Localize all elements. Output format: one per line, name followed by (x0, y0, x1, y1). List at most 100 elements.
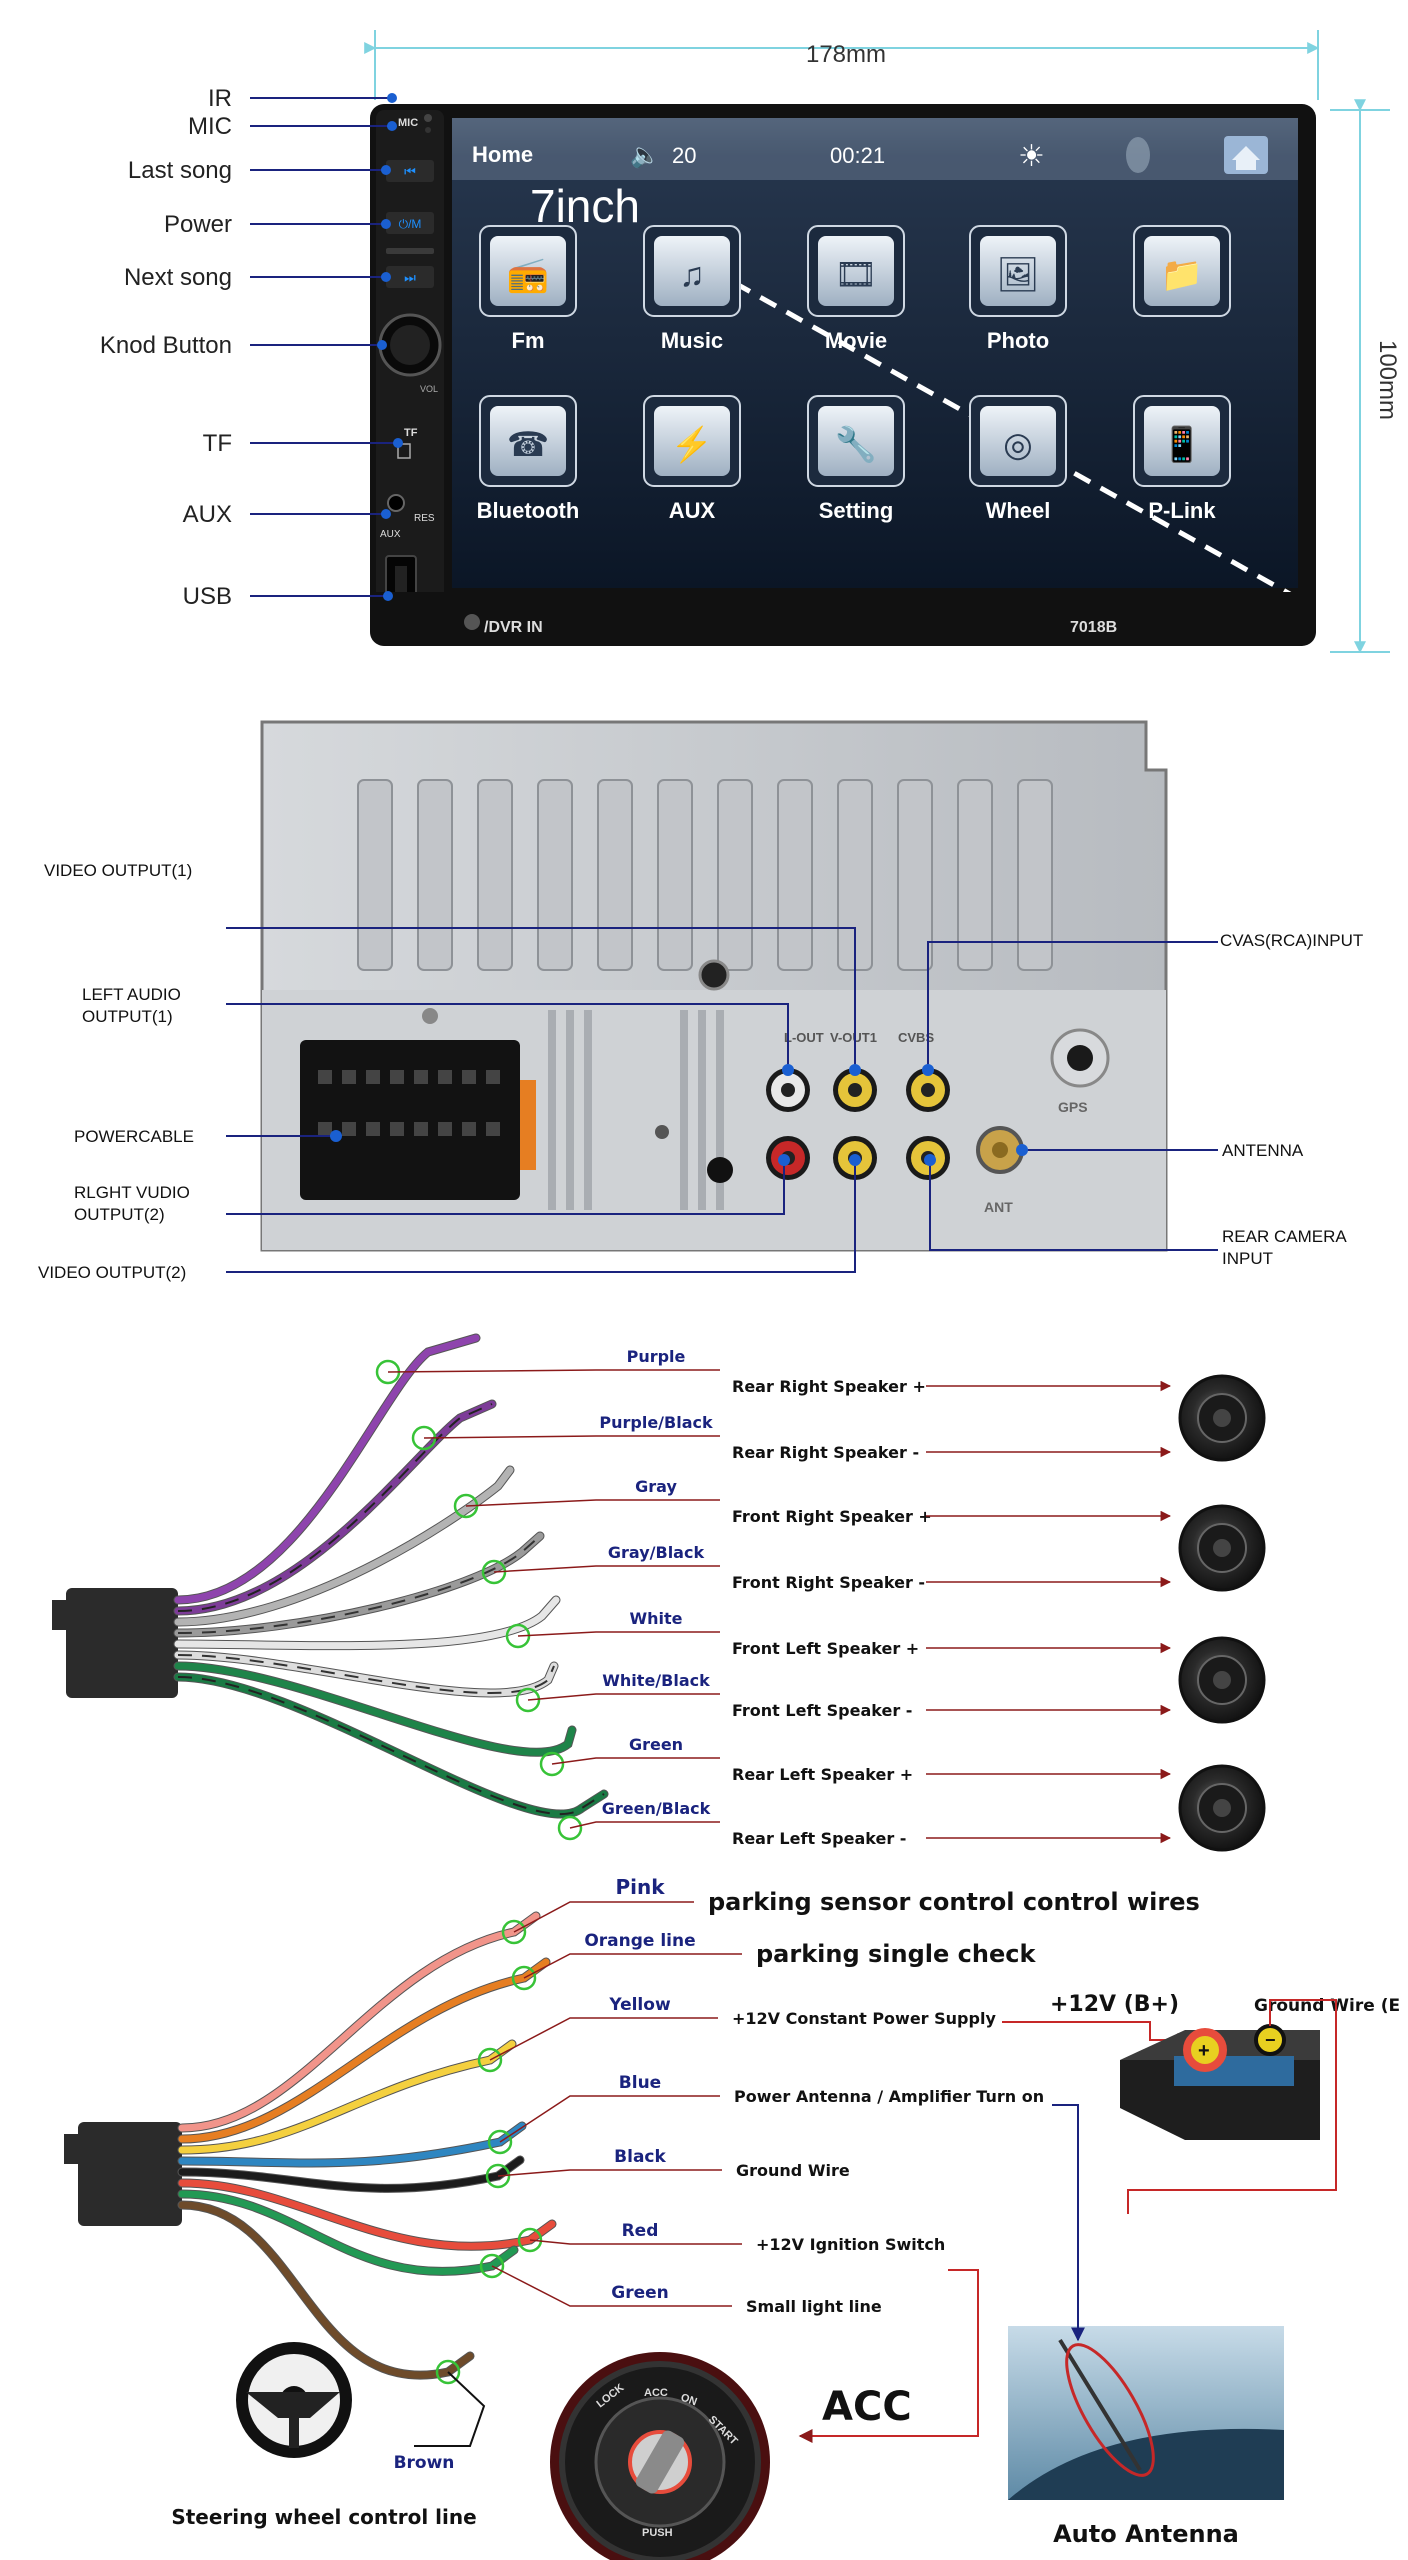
wire-function-label: Rear Right Speaker - (732, 1443, 919, 1462)
wire-function-label: Front Right Speaker + (732, 1507, 932, 1526)
callout-aux: AUX (183, 501, 391, 528)
rear-labels: VIDEO OUTPUT(1)LEFT AUDIOOUTPUT(1)POWERC… (38, 861, 1363, 1282)
film-icon (818, 236, 894, 306)
wire-function-label: Rear Left Speaker - (732, 1829, 906, 1848)
app-tile-bluetooth[interactable]: ☎Bluetooth (477, 395, 580, 523)
aux-icon-glyph: ⚡ (671, 425, 713, 465)
ground-screw (422, 1008, 438, 1024)
wire-color-label: Pink (615, 1875, 665, 1899)
wire-function-label: Ground Wire (736, 2161, 850, 2180)
speaker-connector-clip (52, 1600, 68, 1630)
fin (357, 779, 393, 971)
next-song-icon: ⏭ (404, 270, 416, 285)
app-label: Movie (825, 328, 887, 353)
iso-power-connector[interactable] (300, 1040, 520, 1200)
callout-label: TF (203, 430, 232, 457)
app-tile-p-link[interactable]: 📱P-Link (1133, 395, 1231, 523)
callout-usb: USB (183, 583, 393, 610)
app-label: P-Link (1148, 498, 1216, 523)
auto-antenna-label: Auto Antenna (1053, 2520, 1239, 2548)
fin (417, 779, 453, 971)
callout-power: Power (164, 211, 391, 238)
callout-label: Last song (128, 157, 232, 184)
pin (414, 1122, 428, 1136)
aux-jack[interactable] (387, 494, 405, 512)
status-bluetooth-icon[interactable] (1126, 137, 1150, 173)
pin (390, 1122, 404, 1136)
mount-screw (655, 1125, 669, 1139)
fin (597, 779, 633, 971)
fin (717, 779, 753, 971)
wire-color-label: Gray (635, 1477, 677, 1496)
screen-size-overlay: 7inch (530, 180, 640, 232)
rca-jack[interactable] (766, 1068, 810, 1112)
wire-function-label: Power Antenna / Amplifier Turn on (734, 2087, 1044, 2106)
volume-value: 20 (672, 143, 696, 168)
home-label[interactable]: Home (472, 142, 533, 167)
rca-jack[interactable] (833, 1068, 877, 1112)
app-tile-music[interactable]: ♫Music (643, 225, 741, 353)
app-label: Setting (819, 498, 894, 523)
acc-key-text: ACC (644, 2387, 668, 2399)
gps-port-label: GPS (1058, 1099, 1088, 1115)
pin (486, 1122, 500, 1136)
ground-route-line (1127, 1999, 1337, 2214)
film-icon-glyph: 🎞 (834, 256, 877, 294)
app-tile-setting[interactable]: 🔧 Setting (807, 395, 905, 523)
app-tile-folder[interactable]: 📁 (1133, 225, 1231, 317)
callout-mic: MIC (188, 113, 397, 140)
rear-right-label: INPUT (1222, 1249, 1273, 1268)
app-tile-fm[interactable]: 📻Fm (479, 225, 577, 353)
pin (318, 1070, 332, 1084)
speaker-icon[interactable]: 🔈 (630, 142, 660, 169)
pin (366, 1070, 380, 1084)
power-wire-brown: Brown (177, 2200, 486, 2473)
gps-hole (1067, 1045, 1093, 1071)
battery-positive-terminal (1183, 2028, 1227, 2072)
ir-sensor-icon (424, 114, 432, 122)
app-tile-movie[interactable]: 🎞 Movie (807, 225, 905, 353)
callout-ir: IR (208, 85, 397, 112)
status-bar (452, 118, 1298, 180)
wire-color-label: Yellow (608, 1995, 671, 2015)
callout-label: MIC (188, 113, 232, 140)
knob-cap (390, 325, 430, 365)
rear-left-label: RLGHT VUDIO (74, 1183, 190, 1202)
pin (366, 1122, 380, 1136)
pin (438, 1122, 452, 1136)
mic-text: MIC (398, 117, 418, 129)
home-house-shape (1232, 146, 1260, 170)
app-tile-wheel[interactable]: ◎ Wheel (969, 395, 1067, 523)
power-button[interactable] (386, 212, 434, 234)
power-connector-clip (64, 2134, 80, 2164)
app-tile-aux[interactable]: ⚡AUX (643, 395, 741, 523)
wrench-icon-glyph: 🔧 (835, 424, 877, 464)
pin (390, 1070, 404, 1084)
fin (957, 779, 993, 971)
fin (897, 779, 933, 971)
rear-panel-section: L-OUT V-OUT1 CVBS ANT GPS VIDEO OUTPUT(1… (38, 720, 1363, 1282)
wire-color-label: Purple (627, 1347, 686, 1366)
res-text: RES (414, 513, 435, 524)
app-tile-photo[interactable]: 🖼Photo (969, 225, 1067, 353)
last-song-button[interactable] (386, 160, 434, 182)
dvr-text: /DVR IN (484, 619, 543, 636)
brightness-icon[interactable]: ☀ (1018, 140, 1045, 173)
front-panel-section: 178mm 100mm MIC ⏮ ⏻/M ⏭ VOL TF (100, 30, 1401, 654)
wire-function-label: Rear Left Speaker + (732, 1765, 913, 1784)
rear-left-label: OUTPUT(2) (74, 1205, 165, 1224)
steering-wheel-icon-glyph: ◎ (1003, 426, 1033, 464)
app-label: Wheel (986, 498, 1051, 523)
callout-label: Next song (124, 264, 232, 291)
tf-slot-icon[interactable] (397, 443, 411, 459)
next-song-button[interactable] (386, 266, 434, 288)
rca-jack[interactable] (906, 1068, 950, 1112)
last-song-icon: ⏮ (404, 164, 416, 179)
